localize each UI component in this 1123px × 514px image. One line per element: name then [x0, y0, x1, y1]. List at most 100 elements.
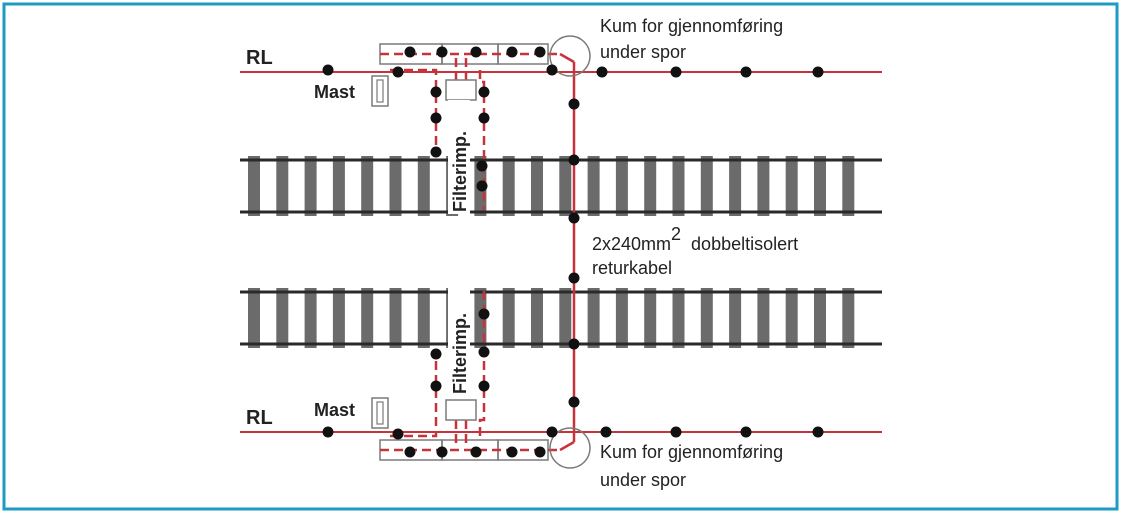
sleeper [757, 156, 770, 216]
sleeper [615, 288, 628, 348]
connection-node [812, 66, 824, 78]
connection-node [430, 112, 442, 124]
mast-top [371, 75, 389, 107]
mast-bottom [371, 397, 389, 429]
filter-label-bottom: Filterimp. [450, 313, 470, 394]
connection-node [404, 446, 416, 458]
sleeper [644, 288, 657, 348]
sleeper [814, 156, 826, 216]
connection-node [534, 446, 546, 458]
connection-node [430, 86, 442, 98]
sleeper [304, 156, 317, 216]
sleeper [531, 156, 543, 216]
sleeper [531, 288, 543, 348]
connection-node [478, 380, 490, 392]
connection-node [506, 46, 518, 58]
sleeper [559, 288, 572, 348]
sleeper [785, 288, 798, 348]
cable-spec-rest: dobbeltisolert [691, 234, 798, 254]
cable-spec-line2: returkabel [592, 258, 672, 278]
track-lower [240, 288, 882, 348]
connection-node [568, 272, 580, 284]
connection-node [392, 66, 404, 78]
sleeper [842, 156, 855, 216]
connection-node [430, 348, 442, 360]
connection-node [600, 426, 612, 438]
connection-node [478, 308, 490, 320]
mast-label-bottom: Mast [314, 400, 355, 420]
sleeper [700, 288, 713, 348]
sleeper [248, 156, 260, 216]
connection-node [546, 426, 558, 438]
connection-node [534, 46, 546, 58]
connection-node [436, 46, 448, 58]
sleeper [361, 156, 374, 216]
connection-node [478, 112, 490, 124]
sleeper [615, 156, 628, 216]
connection-node [568, 98, 580, 110]
connection-node [596, 66, 608, 78]
connection-node [476, 180, 488, 192]
sleeper [785, 156, 798, 216]
sleeper [248, 288, 260, 348]
connection-node [476, 160, 488, 172]
sleeper [842, 288, 855, 348]
connection-nodes [322, 46, 824, 458]
connection-node [470, 446, 482, 458]
sleeper [276, 288, 289, 348]
kum-manhole-bottom [549, 427, 591, 469]
sleeper [304, 288, 317, 348]
sleeper [276, 156, 289, 216]
connection-node [740, 426, 752, 438]
filter-label-top: Filterimp. [450, 131, 470, 212]
sleeper [417, 156, 430, 216]
kum-label-top-line1: Kum for gjennomføring [600, 16, 783, 36]
sleeper [700, 156, 713, 216]
cable-spec-size: 2x240mm [592, 234, 671, 254]
connection-node [506, 446, 518, 458]
connection-node [568, 396, 580, 408]
sleeper [389, 156, 402, 216]
connection-node [568, 212, 580, 224]
connection-node [740, 66, 752, 78]
sleeper [332, 288, 345, 348]
connection-node [430, 146, 442, 158]
sleeper [587, 156, 600, 216]
cable-spec-line1: 2x240mm2 dobbeltisolert [592, 224, 798, 254]
sleeper [332, 156, 345, 216]
filter-impedance-box-top [445, 79, 477, 101]
filter-impedance-box-bottom [445, 399, 477, 421]
sleeper [559, 156, 572, 216]
sleeper [814, 288, 826, 348]
sleeper [361, 288, 374, 348]
connection-node [392, 428, 404, 440]
connection-node [470, 46, 482, 58]
connection-node [812, 426, 824, 438]
connection-node [322, 426, 334, 438]
sleeper [757, 288, 770, 348]
mast-label-top: Mast [314, 82, 355, 102]
sleeper [672, 288, 685, 348]
kum-manhole-top [549, 35, 591, 77]
track-upper [240, 156, 882, 216]
connection-node [436, 446, 448, 458]
sleeper [502, 156, 515, 216]
connection-node [568, 154, 580, 166]
sleeper [729, 156, 742, 216]
cable-spec-sup: 2 [671, 224, 681, 244]
connection-node [478, 86, 490, 98]
kum-label-top-line2: under spor [600, 42, 686, 62]
connection-node [670, 66, 682, 78]
sleeper [729, 288, 742, 348]
connection-node [404, 46, 416, 58]
sleeper [587, 288, 600, 348]
sleeper [389, 288, 402, 348]
connection-node [478, 346, 490, 358]
connection-node [670, 426, 682, 438]
connection-node [546, 64, 558, 76]
rl-label-bottom: RL [246, 407, 273, 429]
kum-label-bottom-line2: under spor [600, 470, 686, 490]
connection-node [430, 380, 442, 392]
